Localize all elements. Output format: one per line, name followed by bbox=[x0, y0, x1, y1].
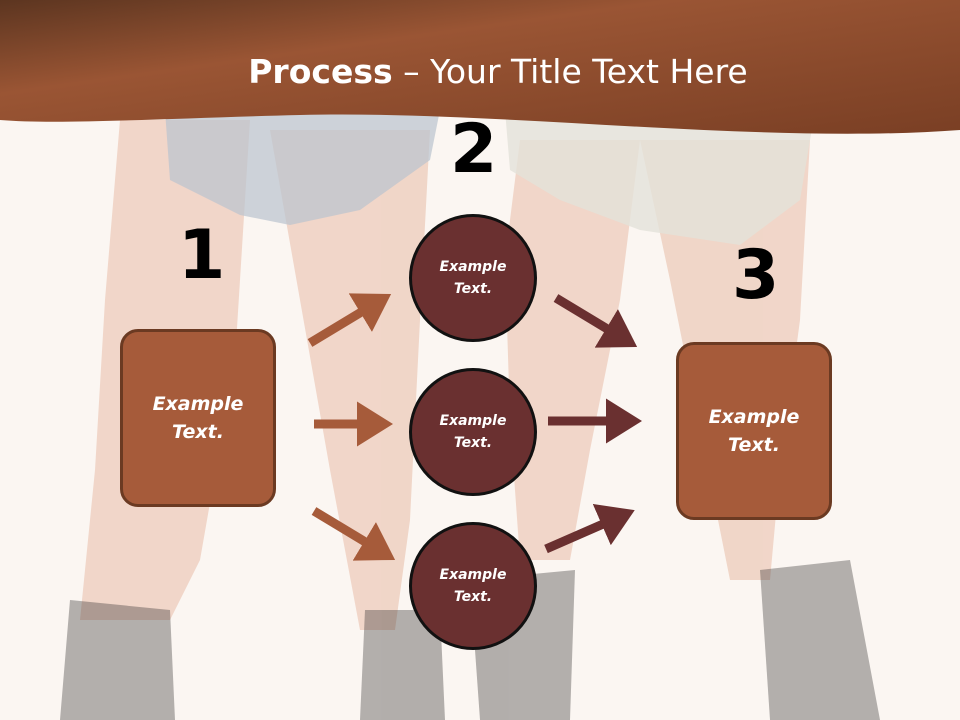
process-box-left: Example Text. bbox=[120, 329, 276, 507]
arrow-left-up bbox=[307, 293, 392, 347]
process-circle-middle: Example Text. bbox=[409, 368, 537, 496]
arrow-right-up bbox=[544, 503, 635, 554]
arrow-right-down bbox=[553, 294, 638, 348]
step-number-3: 3 bbox=[732, 236, 780, 315]
circle-bottom-line2: Text. bbox=[453, 589, 493, 605]
title-rest: – Your Title Text Here bbox=[392, 52, 748, 91]
circle-middle-line2: Text. bbox=[453, 435, 493, 451]
box-right-line2: Text. bbox=[728, 434, 780, 456]
process-circle-top: Example Text. bbox=[409, 214, 537, 342]
process-box-right: Example Text. bbox=[676, 342, 832, 520]
box-left-line2: Text. bbox=[172, 421, 224, 443]
circle-top-line1: Example bbox=[439, 258, 507, 275]
process-circle-bottom: Example Text. bbox=[409, 522, 537, 650]
title-bold: Process bbox=[248, 52, 393, 91]
step-number-2: 2 bbox=[450, 110, 498, 189]
circle-bottom-line1: Example bbox=[439, 566, 507, 583]
arrow-left-down bbox=[311, 507, 396, 561]
step-number-1: 1 bbox=[178, 216, 226, 295]
box-left-line1: Example bbox=[152, 392, 244, 415]
box-right-line1: Example bbox=[708, 405, 800, 428]
circle-middle-line1: Example bbox=[439, 412, 507, 429]
circle-top-line2: Text. bbox=[453, 281, 493, 297]
slide-title: Process – Your Title Text Here bbox=[0, 52, 960, 91]
